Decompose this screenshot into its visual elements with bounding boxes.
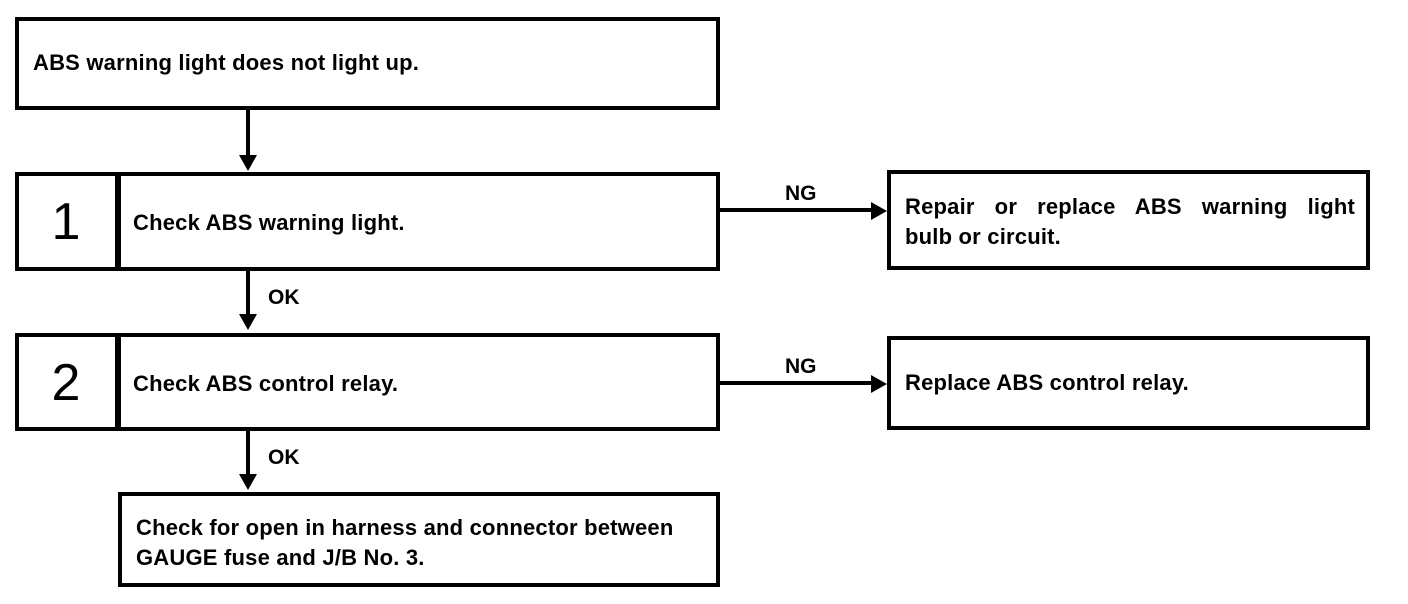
- final-box: [118, 492, 720, 587]
- arrow-right-icon-step1-ng: [871, 202, 887, 220]
- connector-step2-to-final: [246, 431, 250, 476]
- ng-result-1-line-1: Repair or replace ABS warning light: [905, 194, 1355, 219]
- connector-start-to-step1: [246, 110, 250, 158]
- step-2-box: [15, 333, 720, 431]
- final-box-label: Check for open in harness and connector …: [136, 513, 706, 573]
- connector-step2-to-ng-result: [720, 381, 875, 385]
- ng-result-1-box: [887, 170, 1370, 270]
- arrow-down-icon-step1-to-step2: [239, 314, 257, 330]
- step-1-label: Check ABS warning light.: [133, 210, 405, 235]
- edge-label-step1-ok: OK: [268, 286, 300, 309]
- step-2-number: 2: [51, 354, 81, 412]
- ng-result-1-label: Repair or replace ABS warning light bulb…: [905, 192, 1355, 252]
- step-1-box: [15, 172, 720, 271]
- arrow-down-icon-step2-to-final: [239, 474, 257, 490]
- start-box: [15, 17, 720, 110]
- connector-step1-to-step2: [246, 271, 250, 316]
- step-1-number: 1: [51, 193, 81, 251]
- final-box-line-1: Check for open in harness and connector …: [136, 515, 674, 540]
- arrow-down-icon-start-to-step1: [239, 155, 257, 171]
- ng-result-2-label: Replace ABS control relay.: [905, 370, 1189, 395]
- step-2-label: Check ABS control relay.: [133, 371, 399, 396]
- ng-result-2-box: [887, 336, 1370, 430]
- step-1-divider: [115, 172, 121, 271]
- edge-label-step2-ok: OK: [268, 446, 300, 469]
- ng-result-1-line-2: bulb or circuit.: [905, 224, 1061, 249]
- edge-label-step1-ng: NG: [785, 182, 817, 205]
- final-box-line-2: GAUGE fuse and J/B No. 3.: [136, 545, 425, 570]
- arrow-right-icon-step2-ng: [871, 375, 887, 393]
- start-box-label: ABS warning light does not light up.: [33, 50, 420, 75]
- step-2-divider: [115, 333, 121, 431]
- connector-step1-to-ng-result: [720, 208, 875, 212]
- edge-label-step2-ng: NG: [785, 355, 817, 378]
